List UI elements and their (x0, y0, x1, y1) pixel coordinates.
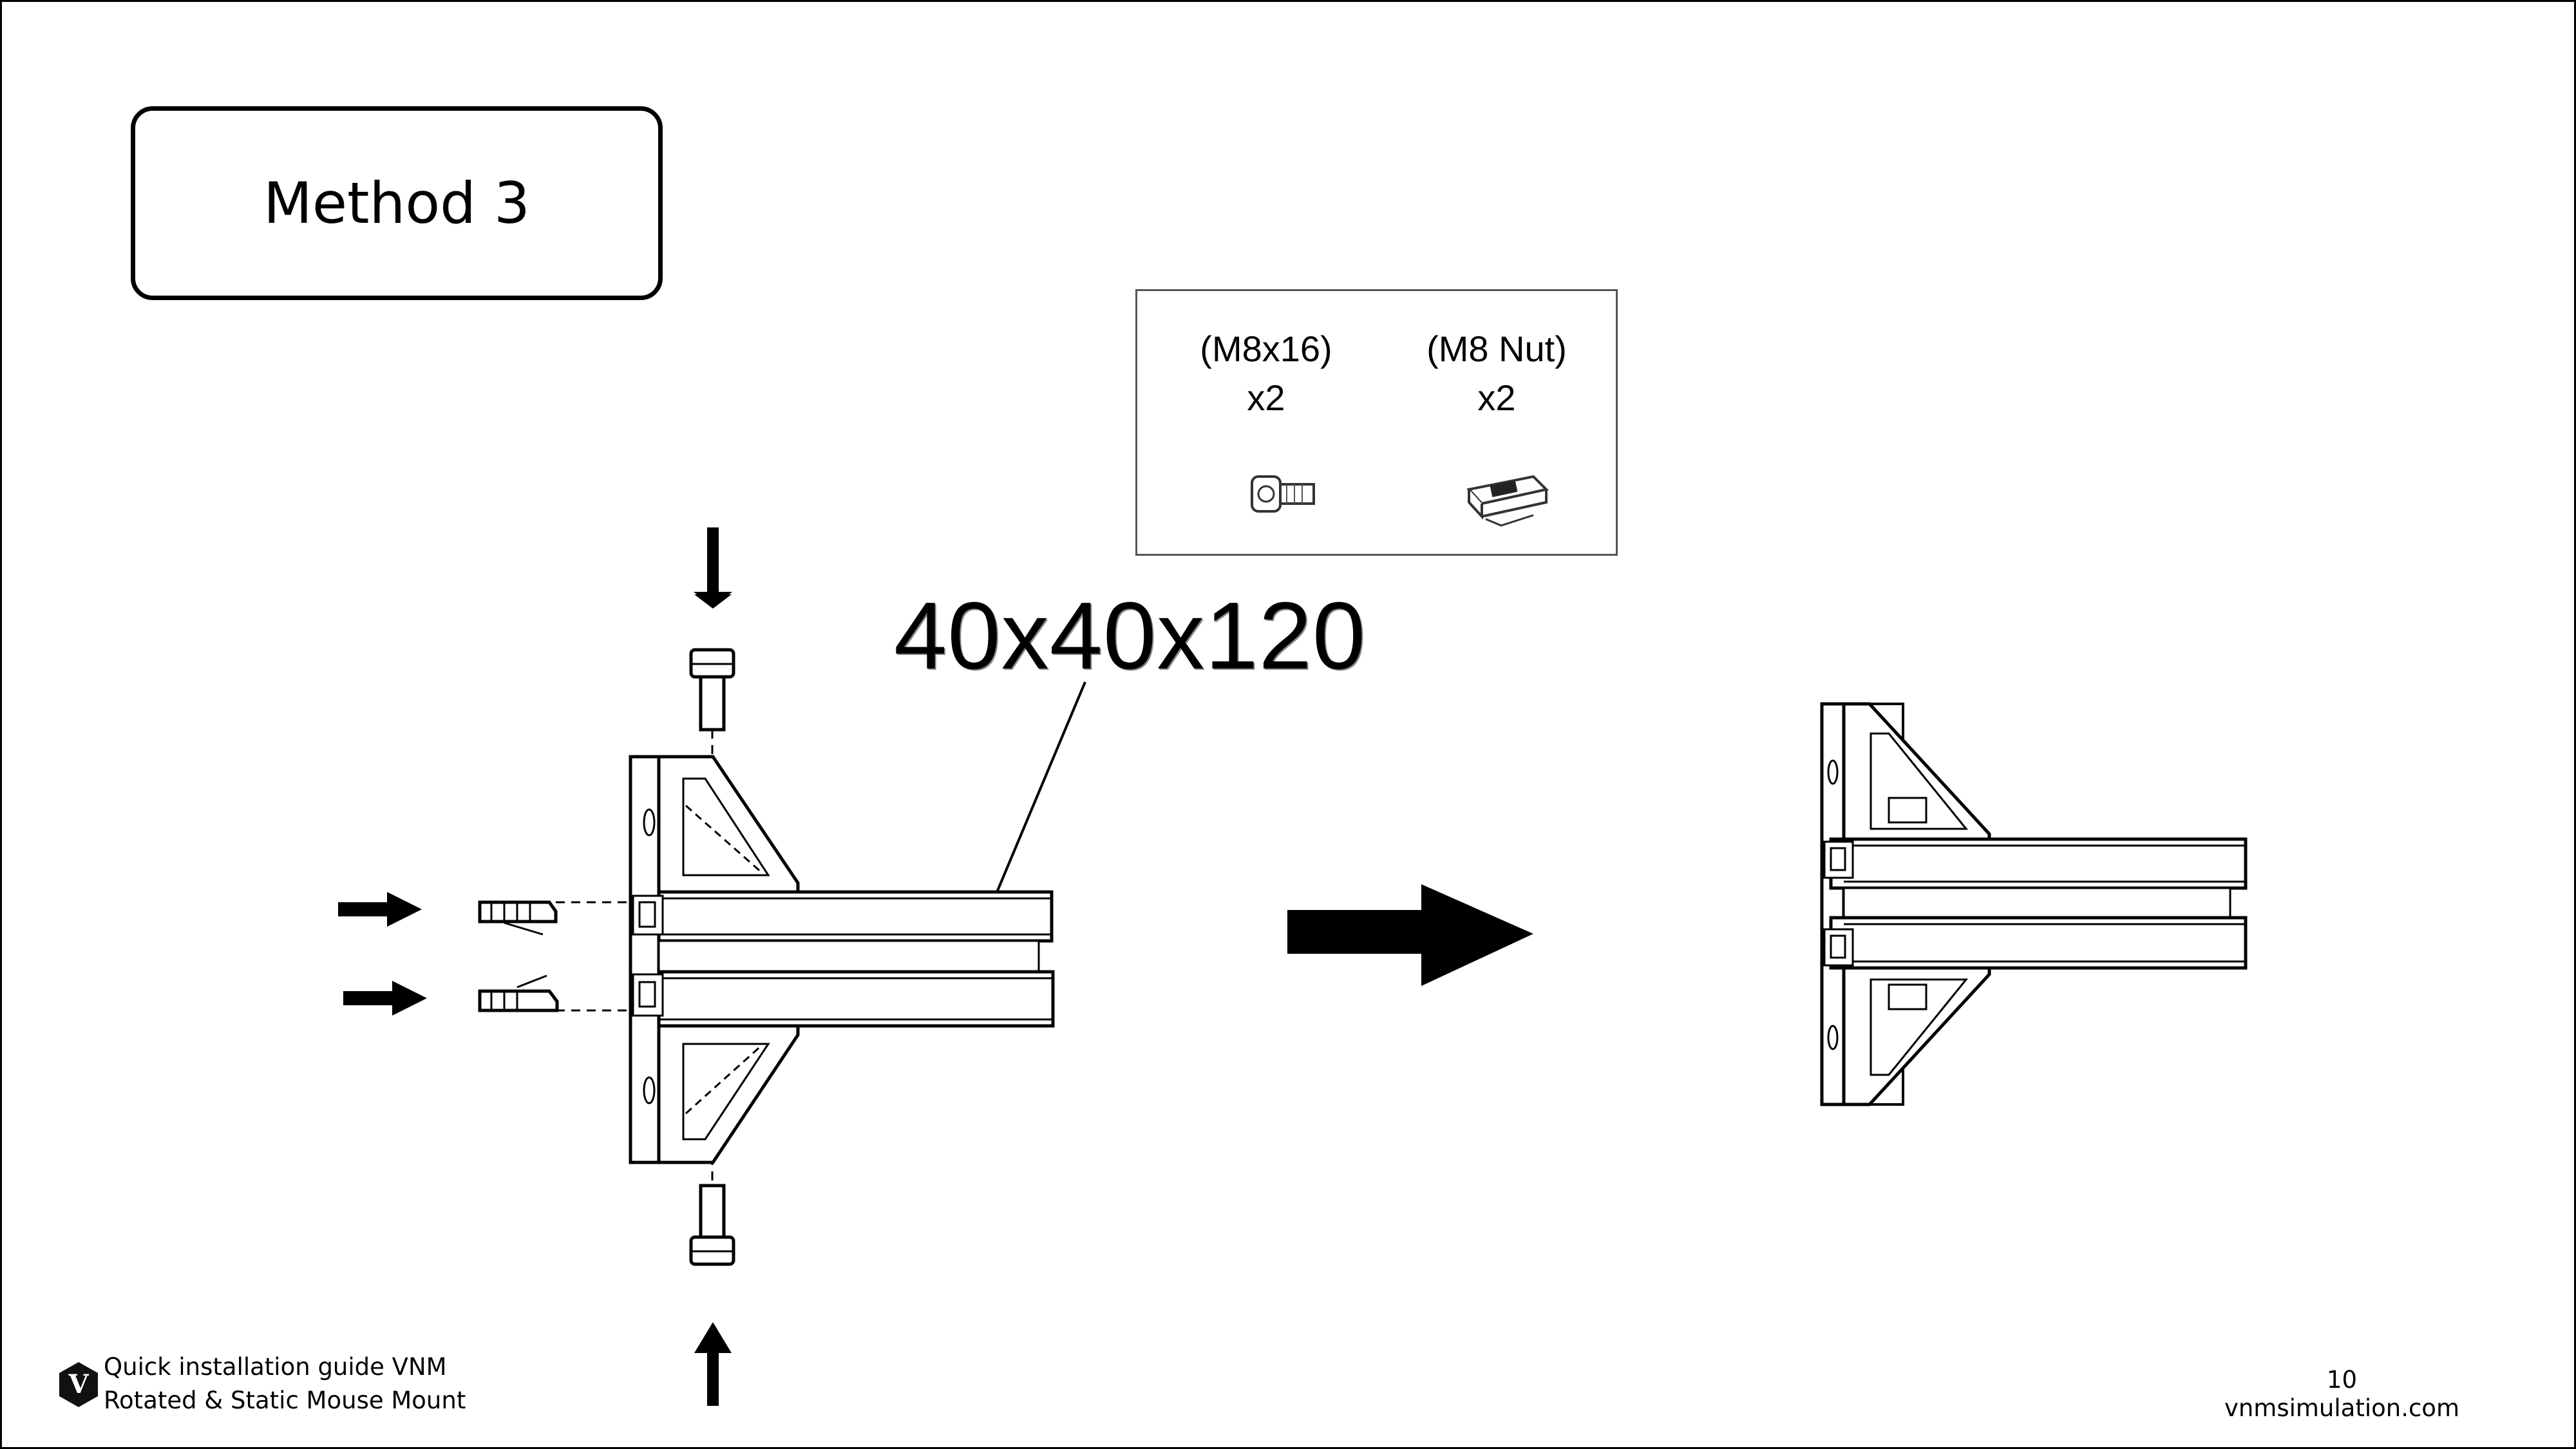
arrow-up-icon (694, 1322, 732, 1406)
guide-title-line1: Quick installation guide VNM (104, 1353, 447, 1381)
process-arrow-icon (1287, 884, 1533, 986)
logo-letter: V (68, 1369, 89, 1399)
dimension-leader-line (986, 681, 1086, 916)
assembled-view (1820, 702, 2248, 1106)
top-bolt-icon (689, 648, 735, 732)
vnm-logo-icon: V (59, 1362, 98, 1407)
page-number: 10 (2326, 1366, 2358, 1394)
part-nut: (M8 Nut) x2 (1413, 325, 1580, 422)
method-title-box: Method 3 (131, 106, 663, 300)
parts-list-box: (M8x16) x2 (M8 Nut) x2 (1135, 289, 1618, 556)
part-nut-name: (M8 Nut) (1426, 328, 1567, 369)
guide-title: Quick installation guide VNM Rotated & S… (104, 1350, 466, 1417)
arrow-right-icon (343, 981, 427, 1016)
website-link[interactable]: vnmsimulation.com (2224, 1394, 2459, 1422)
extrusion-profile-lower (657, 970, 1055, 1028)
dimension-label: 40x40x120 (894, 583, 1367, 689)
t-nut-icon (478, 900, 558, 936)
page-info: 10 vnmsimulation.com (2224, 1366, 2459, 1423)
part-bolt-name: (M8x16) (1200, 328, 1332, 369)
bolt-icon (1251, 475, 1315, 513)
exploded-assembly (338, 527, 1055, 1406)
method-title: Method 3 (263, 170, 530, 236)
t-nut-icon (1466, 475, 1549, 527)
bottom-bolt-icon (689, 1184, 735, 1266)
part-bolt-qty: x2 (1247, 377, 1285, 418)
arrow-right-icon (338, 892, 422, 927)
t-nut-icon (478, 974, 559, 1012)
part-bolt: (M8x16) x2 (1182, 325, 1350, 422)
arrow-down-icon (694, 527, 732, 609)
guide-title-line2: Rotated & Static Mouse Mount (104, 1387, 466, 1414)
part-nut-qty: x2 (1477, 377, 1516, 418)
